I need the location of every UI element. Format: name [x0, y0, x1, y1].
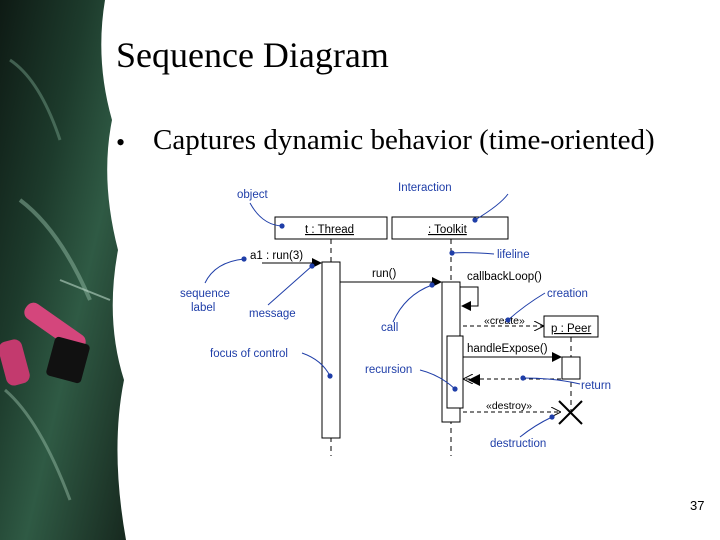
leader-return	[520, 375, 581, 385]
destruction-mark-b	[558, 400, 583, 425]
bullet-dot: •	[116, 128, 126, 157]
recursion-activation	[446, 335, 464, 409]
chalkboard-background	[0, 0, 126, 540]
callout-lifeline: lifeline	[497, 249, 530, 261]
callout-label: label	[191, 302, 215, 314]
callout-creation: creation	[547, 288, 588, 300]
leader-interaction	[472, 193, 509, 223]
leader-sequence-label	[204, 256, 247, 284]
toolkit-object-box	[391, 216, 509, 240]
message-callback: callbackLoop()	[467, 271, 542, 283]
callout-sequence: sequence	[180, 288, 230, 300]
message-arrow-callback	[460, 286, 479, 311]
leader-destruction	[519, 414, 555, 438]
leader-creation	[505, 292, 546, 323]
leader-recursion	[419, 369, 458, 392]
callout-object: object	[237, 189, 268, 201]
leader-focus-of-control	[301, 352, 333, 379]
callout-return: return	[581, 380, 611, 392]
page-number: 37	[690, 498, 705, 513]
thread-object-label: t : Thread	[305, 224, 354, 236]
leader-call	[392, 282, 435, 323]
message-run3: a1 : run(3)	[250, 250, 303, 262]
peer-activation	[561, 356, 581, 380]
callout-call: call	[381, 322, 398, 334]
message-run: run()	[372, 268, 396, 280]
callout-recursion: recursion	[365, 364, 412, 376]
slide-title: Sequence Diagram	[116, 35, 389, 75]
interaction-label: Interaction	[398, 182, 452, 194]
thread-activation	[321, 261, 341, 439]
message-create: «create»	[484, 315, 525, 327]
message-destroy: «destroy»	[486, 400, 532, 412]
peer-object-label: p : Peer	[551, 323, 591, 335]
message-handle-expose: handleExpose()	[467, 343, 548, 355]
recursion-arrowhead	[468, 374, 480, 386]
leader-message	[267, 263, 315, 306]
callout-message: message	[249, 308, 296, 320]
callout-destruction: destruction	[490, 438, 546, 450]
leader-lifeline	[449, 250, 495, 256]
bullet-text: Captures dynamic behavior (time-oriented…	[153, 124, 655, 156]
leader-object	[249, 202, 285, 229]
callout-focus-of-control: focus of control	[210, 348, 288, 360]
toolkit-object-label: : Toolkit	[428, 224, 468, 236]
